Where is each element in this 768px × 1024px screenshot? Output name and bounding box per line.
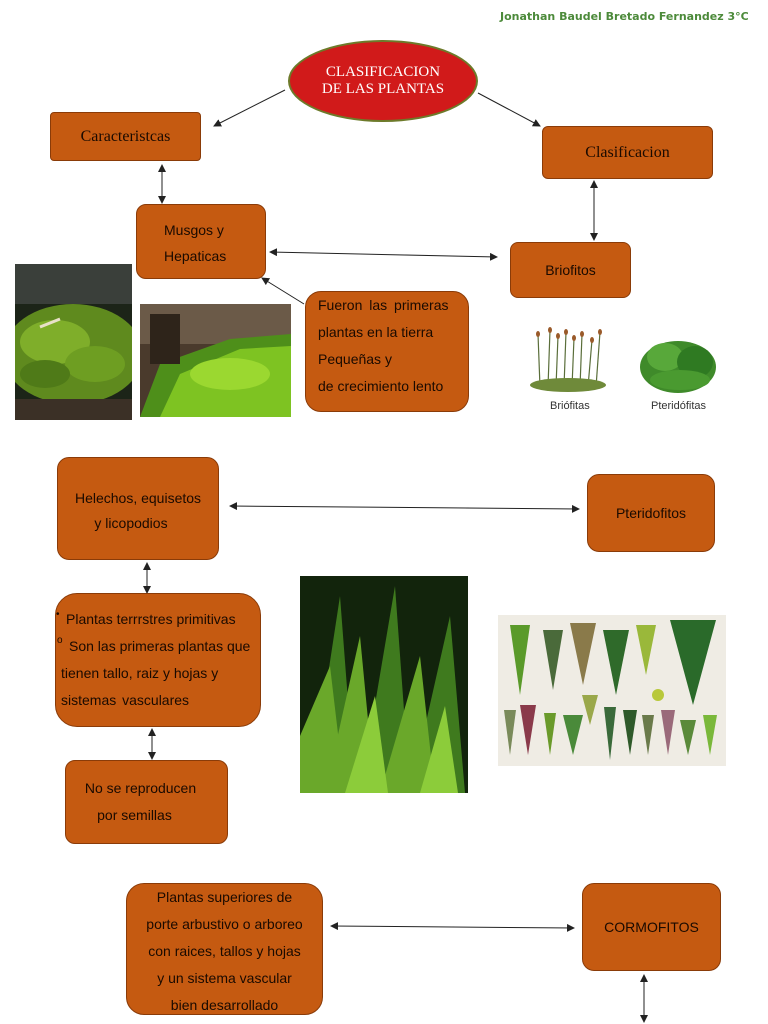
node-fueron-line-1: Fueron las primeras (318, 297, 449, 313)
briofitas-pteridofitas-image: Briófitas Pteridófitas (520, 322, 730, 420)
node-superiores-line-4: y un sistema vascular (157, 970, 292, 986)
fern-species-chart (498, 615, 726, 766)
node-fueron-line-2: plantas en la tierra (318, 324, 434, 340)
node-helechos-line-1: Helechos, equisetos (74, 490, 202, 506)
node-pteridofitos-label: Pteridofitos (615, 505, 687, 521)
node-clasificacion: Clasificacion (542, 126, 713, 179)
title-ellipse: CLASIFICACION DE LAS PLANTAS (288, 40, 478, 122)
node-fueron-line-4: de crecimiento lento (318, 378, 444, 394)
node-fueron-primeras: Fueron las primeras plantas en la tierra… (305, 291, 469, 412)
author-name: Jonathan Baudel Bretado Fernandez 3°C (500, 10, 749, 23)
node-primitivas-text-1: Plantas terrrstres primitivas (66, 611, 236, 627)
arrow-helechos-pteridofitos (229, 502, 580, 513)
briofitas-illustration (537, 329, 601, 388)
node-caracteristicas: Caracteristcas (50, 112, 201, 161)
node-plantas-primitivas: • Plantas terrrstres primitivas o Son la… (55, 593, 261, 727)
arrow-musgos-fueron (261, 277, 305, 305)
node-plantas-superiores: Plantas superiores de porte arbustivo o … (126, 883, 323, 1015)
node-superiores-line-3: con raices, tallos y hojas (148, 943, 301, 959)
moss-rock-photo (15, 264, 132, 420)
title-line-1: CLASIFICACION (325, 64, 441, 80)
node-pteridofitos: Pteridofitos (587, 474, 715, 552)
arrow-title-to-caracteristicas (213, 89, 286, 127)
node-primitivas-line-1: • Plantas terrrstres primitivas (56, 606, 260, 633)
node-musgos-line-1: Musgos y (164, 222, 224, 238)
node-helechos-line-2: y licopodios (94, 515, 168, 531)
node-fueron-line-3: Pequeñas y (318, 351, 392, 367)
node-superiores-line-2: porte arbustivo o arboreo (146, 916, 303, 932)
arrow-title-to-clasificacion (477, 92, 541, 127)
node-caracteristicas-label: Caracteristcas (80, 127, 171, 145)
node-nosemillas-line-2: por semillas (97, 807, 172, 823)
node-musgos-line-2: Hepaticas (164, 248, 227, 264)
node-primitivas-text-2: Son las primeras plantas que (69, 638, 251, 654)
node-cormofitos: CORMOFITOS (582, 883, 721, 971)
moss-log-photo (140, 304, 291, 417)
node-helechos: Helechos, equisetos y licopodios (57, 457, 219, 560)
node-superiores-line-1: Plantas superiores de (156, 889, 293, 905)
arrow-musgos-briofitos (269, 248, 498, 261)
node-briofitos: Briofitos (510, 242, 631, 298)
node-superiores-line-5: bien desarrollado (170, 997, 279, 1013)
ferns-photo (300, 576, 468, 793)
bullet-circle-icon: o (57, 635, 63, 646)
node-primitivas-line-2: o Son las primeras plantas que (56, 633, 260, 660)
bullet-icon: • (56, 609, 60, 620)
node-briofitos-label: Briofitos (545, 262, 596, 278)
node-primitivas-line-3: tienen tallo, raiz y hojas y (61, 665, 219, 681)
arrow-superiores-cormofitos (330, 922, 575, 932)
label-briofitas: Briófitas (550, 400, 590, 412)
node-musgos-hepaticas: Musgos y Hepaticas (136, 204, 266, 279)
title-line-2: DE LAS PLANTAS (321, 81, 445, 97)
pteridofitas-illustration (640, 341, 716, 393)
node-primitivas-line-4: sistemas vasculares (61, 692, 190, 708)
node-clasificacion-label: Clasificacion (585, 143, 670, 161)
node-no-semillas: No se reproducen por semillas (65, 760, 228, 844)
label-pteridofitas: Pteridófitas (651, 400, 707, 412)
node-cormofitos-label: CORMOFITOS (604, 919, 699, 935)
node-nosemillas-line-1: No se reproducen (84, 780, 197, 796)
